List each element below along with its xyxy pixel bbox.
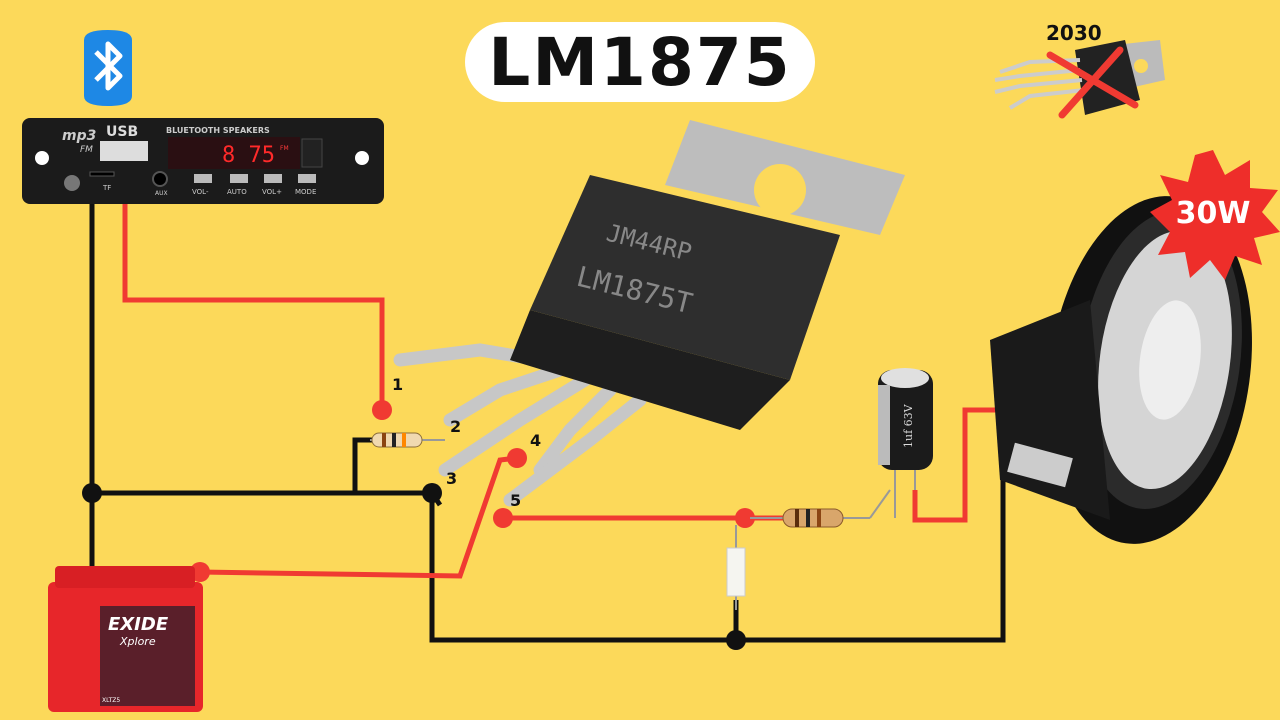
battery: EXIDE Xplore XLTZ5: [48, 566, 203, 712]
pin-label-2: 2: [450, 417, 461, 436]
display-header: BLUETOOTH SPEAKERS: [166, 126, 270, 135]
page-title: LM1875: [488, 23, 792, 101]
bluetooth-icon: [84, 30, 132, 106]
button-vol-down[interactable]: VOL-: [192, 188, 209, 196]
old-chip-label: 2030: [1046, 21, 1102, 45]
pin-label-3: 3: [446, 469, 457, 488]
pin-label-1: 1: [392, 375, 403, 394]
zobel-resistor: [726, 525, 746, 610]
power-badge: 30W: [1150, 150, 1280, 280]
pin-label-4: 4: [530, 431, 541, 450]
usb-port: [100, 141, 148, 161]
button-mode[interactable]: MODE: [295, 188, 316, 196]
speaker: [990, 196, 1252, 544]
mp3-logo: mp3: [62, 128, 96, 144]
aux-jack: [152, 171, 168, 187]
capacitor-label: 1uf 63V: [902, 403, 915, 448]
title-pill: LM1875: [465, 22, 815, 102]
module-bluetooth-icon: [64, 175, 80, 191]
tf-label: TF: [102, 184, 111, 192]
old-chip-2030: 2030: [994, 21, 1165, 119]
power-badge-label: 30W: [1176, 196, 1251, 231]
button-vol-up[interactable]: VOL+: [262, 188, 282, 196]
battery-sub-brand: Xplore: [119, 635, 156, 648]
cross-icon: [1046, 46, 1139, 119]
display-unit: FM: [280, 145, 289, 152]
battery-model: XLTZ5: [102, 697, 120, 704]
capacitor: 1uf 63V: [878, 368, 933, 518]
aux-label: AUX: [155, 190, 168, 197]
feedback-resistor: [370, 432, 445, 448]
battery-brand: EXIDE: [108, 614, 169, 635]
lm1875-ic: JM44RP LM1875T 1 2 3 4 5: [392, 120, 905, 510]
pin-label-5: 5: [510, 491, 521, 510]
fm-logo: FM: [80, 145, 93, 155]
display-value: 8 75: [222, 143, 275, 168]
usb-label: USB: [106, 124, 138, 140]
mp3-module: mp3 FM USB TF AUX BLUETOOTH SPEAKERS 8 7…: [22, 118, 384, 204]
button-auto[interactable]: AUTO: [227, 188, 247, 196]
output-resistor: [750, 489, 891, 528]
